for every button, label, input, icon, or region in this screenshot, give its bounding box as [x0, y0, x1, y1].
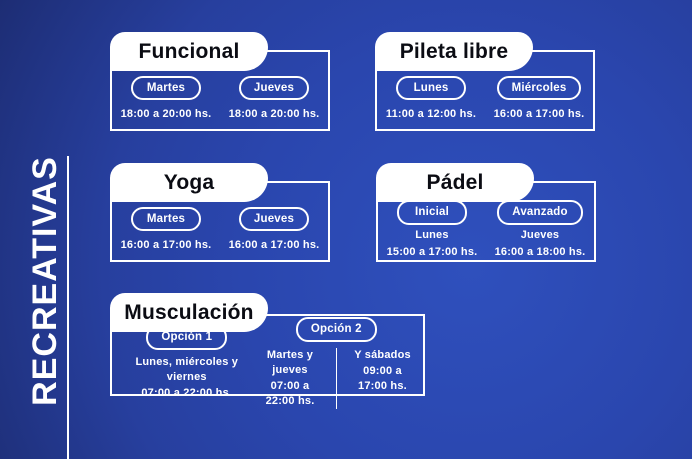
day-pill: Jueves — [238, 206, 310, 232]
schedule-column-option-2: Opción 2 Martes y jueves 07:00 a 22:00 h… — [256, 317, 417, 409]
schedule-column: Lunes 11:00 a 12:00 hs. — [377, 69, 485, 129]
schedule-column: Avanzado Jueves 16:00 a 18:00 hs. — [486, 199, 594, 260]
time-text: 18:00 a 20:00 hs. — [228, 108, 320, 121]
card-outline-box: Lunes 11:00 a 12:00 hs. Miércoles 16:00 … — [375, 50, 595, 131]
option-pill: Opción 2 — [295, 317, 377, 343]
card-title-tab: Funcional — [110, 32, 268, 71]
time-text: 18:00 a 20:00 hs. — [120, 108, 212, 121]
schedule-column: Jueves 18:00 a 20:00 hs. — [220, 69, 328, 129]
schedule-column: Inicial Lunes 15:00 a 17:00 hs. — [378, 199, 486, 260]
time-text: 16:00 a 17:00 hs. — [493, 108, 585, 121]
time-text: 16:00 a 17:00 hs. — [120, 239, 212, 252]
day-pill: Lunes — [396, 75, 466, 101]
card-title-tab: Yoga — [110, 163, 268, 202]
day-text: Lunes — [415, 228, 449, 241]
sub-schedule: Martes y jueves 07:00 a 22:00 hs. — [256, 348, 325, 408]
schedule-column: Martes 16:00 a 17:00 hs. — [112, 200, 220, 260]
card-title: Pileta libre — [399, 39, 509, 63]
card-title: Pádel — [426, 170, 484, 194]
sub-schedule-divider — [335, 348, 338, 409]
day-text: Martes y jueves — [266, 349, 314, 376]
card-title: Yoga — [163, 170, 215, 194]
day-pill: Miércoles — [496, 75, 582, 101]
time-text: 16:00 a 17:00 hs. — [228, 239, 320, 252]
day-text: Lunes, miércoles y viernes — [135, 356, 239, 383]
day-pill: Martes — [131, 206, 201, 232]
card-musculacion: Opción 1 Lunes, miércoles y viernes 07:0… — [110, 293, 425, 409]
card-title-tab: Pádel — [376, 163, 534, 202]
section-title-vertical: RECREATIVAS — [26, 156, 64, 406]
card-outline-box: Martes 18:00 a 20:00 hs. Jueves 18:00 a … — [110, 50, 330, 131]
time-text: 16:00 a 18:00 hs. — [494, 246, 586, 259]
card-title-tab: Pileta libre — [375, 32, 533, 71]
schedule-column: Martes 18:00 a 20:00 hs. — [112, 69, 220, 129]
time-text: 15:00 a 17:00 hs. — [386, 246, 478, 259]
time-text: 09:00 a 17:00 hs. — [358, 365, 407, 392]
card-pileta-libre: Lunes 11:00 a 12:00 hs. Miércoles 16:00 … — [375, 32, 595, 131]
card-yoga: Martes 16:00 a 17:00 hs. Jueves 16:00 a … — [110, 163, 330, 262]
time-text: 07:00 a 22:00 hs. — [141, 386, 233, 399]
card-title-tab: Musculación — [110, 293, 268, 332]
time-text: 11:00 a 12:00 hs. — [385, 108, 477, 121]
vertical-divider-line — [67, 156, 69, 459]
schedule-column-option-1: Opción 1 Lunes, miércoles y viernes 07:0… — [118, 325, 256, 399]
schedule-column: Jueves 16:00 a 17:00 hs. — [220, 200, 328, 260]
card-funcional: Martes 18:00 a 20:00 hs. Jueves 18:00 a … — [110, 32, 330, 131]
level-pill: Avanzado — [497, 199, 583, 225]
day-pill: Martes — [131, 75, 201, 101]
card-padel: Inicial Lunes 15:00 a 17:00 hs. Avanzado… — [376, 163, 596, 262]
card-title: Musculación — [124, 300, 254, 324]
time-text: 07:00 a 22:00 hs. — [265, 379, 315, 407]
day-text: Jueves — [520, 228, 560, 241]
sub-schedule: Y sábados 09:00 a 17:00 hs. — [348, 348, 417, 408]
day-pill: Jueves — [238, 75, 310, 101]
level-pill: Inicial — [397, 199, 467, 225]
card-title: Funcional — [138, 39, 240, 63]
day-text: Y sábados — [354, 349, 411, 362]
schedule-column: Miércoles 16:00 a 17:00 hs. — [485, 69, 593, 129]
